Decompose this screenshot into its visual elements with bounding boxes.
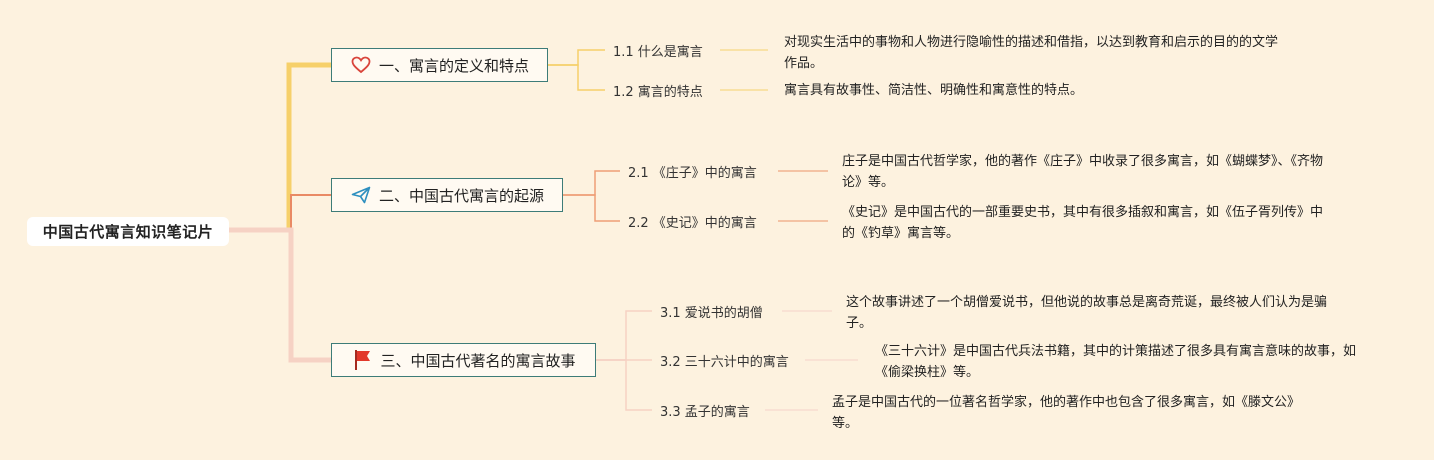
heart-icon [350,54,372,76]
branch-topic-definition[interactable]: 一、寓言的定义和特点 [331,48,548,82]
subtopic-desc-1-2: 寓言具有故事性、简洁性、明确性和寓意性的特点。 [784,83,1084,98]
subtopic-label: 3.3 孟子的寓言 [660,405,750,420]
subtopic-desc-3-3: 孟子是中国古代的一位著名哲学家，他的著作中也包含了很多寓言，如《滕文公》等。 [832,395,1301,431]
subtopic-desc-2-1: 庄子是中国古代哲学家，他的著作《庄子》中收录了很多寓言，如《蝴蝶梦》、《齐物论》… [842,154,1324,190]
subtopic-2-1[interactable]: 2.1 《庄子》中的寓言 [628,162,757,181]
branch-label: 三、中国古代著名的寓言故事 [380,351,576,370]
subtopic-3-3[interactable]: 3.3 孟子的寓言 [660,401,750,420]
subtopic-3-2[interactable]: 3.2 三十六计中的寓言 [660,351,789,370]
subtopic-label: 3.2 三十六计中的寓言 [660,355,789,370]
subtopic-label: 2.2 《史记》中的寓言 [628,216,757,231]
root-topic[interactable]: 中国古代寓言知识笔记片 [27,217,229,246]
subtopic-desc-2-2: 《史记》是中国古代的一部重要史书，其中有很多插叙和寓言，如《伍子胥列传》中的《钓… [842,205,1324,241]
branch-label: 一、寓言的定义和特点 [378,56,529,75]
flag-icon [351,349,373,371]
subtopic-desc-1-1: 对现实生活中的事物和人物进行隐喻性的描述和借指，以达到教育和启示的目的的文学作品… [784,35,1279,71]
subtopic-1-1[interactable]: 1.1 什么是寓言 [613,41,703,60]
subtopic-desc-3-2: 《三十六计》是中国古代兵法书籍，其中的计策描述了很多具有寓言意味的故事，如《偷梁… [875,344,1357,380]
branch-topic-famous-stories[interactable]: 三、中国古代著名的寓言故事 [331,343,596,377]
paper-plane-icon [350,184,372,206]
branch-topic-origin[interactable]: 二、中国古代寓言的起源 [331,178,563,212]
subtopic-3-1[interactable]: 3.1 爱说书的胡僧 [660,302,763,321]
subtopic-label: 1.2 寓言的特点 [613,85,703,100]
subtopic-label: 2.1 《庄子》中的寓言 [628,166,757,181]
subtopic-1-2[interactable]: 1.2 寓言的特点 [613,81,703,100]
subtopic-label: 1.1 什么是寓言 [613,45,703,60]
subtopic-label: 3.1 爱说书的胡僧 [660,306,763,321]
subtopic-2-2[interactable]: 2.2 《史记》中的寓言 [628,212,757,231]
subtopic-desc-3-1: 这个故事讲述了一个胡僧爱说书，但他说的故事总是离奇荒诞，最终被人们认为是骗子。 [846,295,1328,331]
branch-label: 二、中国古代寓言的起源 [378,186,544,205]
